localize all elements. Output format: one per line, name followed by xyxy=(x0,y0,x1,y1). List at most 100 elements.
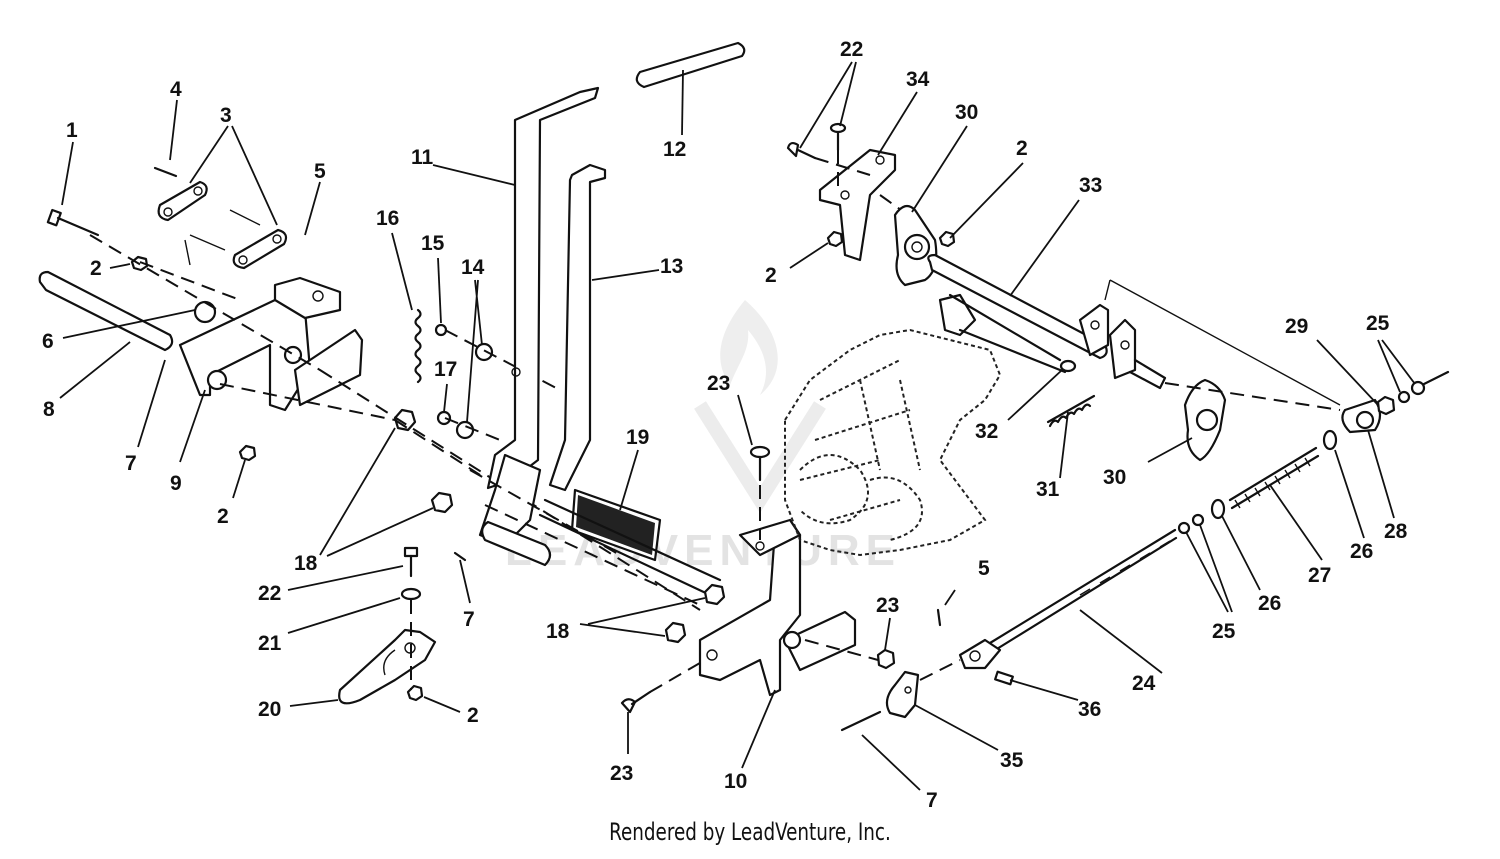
spring-27 xyxy=(1228,446,1320,510)
pin-4 xyxy=(153,166,178,178)
callout-22-lower: 22 xyxy=(258,582,281,605)
pad-12 xyxy=(635,41,746,89)
callout-5-left: 5 xyxy=(314,160,326,183)
callout-labels: 1 2 2 2 2 2 3 4 5 5 6 7 7 7 8 9 10 11 12… xyxy=(42,38,1408,812)
washer-25-top-b xyxy=(1410,380,1426,396)
pin-7-lower xyxy=(453,551,467,562)
callout-2-left: 2 xyxy=(90,257,102,280)
callout-6: 6 xyxy=(42,330,54,353)
callout-30-lower: 30 xyxy=(1103,466,1126,489)
nut-2-right-upper xyxy=(938,230,956,248)
callout-24: 24 xyxy=(1132,672,1156,695)
callout-2-right-upper: 2 xyxy=(1016,137,1028,160)
callout-30-upper: 30 xyxy=(955,101,978,124)
callout-leaders xyxy=(59,61,1416,791)
pin-7-right xyxy=(840,710,882,732)
bolt-23-top xyxy=(749,445,771,482)
spacer-21 xyxy=(400,587,422,601)
clevis-24 xyxy=(958,638,1002,670)
callout-18-right: 18 xyxy=(546,620,570,643)
nut-18-c xyxy=(703,583,726,606)
callout-14: 14 xyxy=(461,256,485,279)
callout-23-bottom: 23 xyxy=(610,762,633,785)
bolt-22-upper-a xyxy=(786,141,817,160)
callout-12: 12 xyxy=(663,138,686,161)
nut-2-right-lower xyxy=(826,230,844,248)
washer-14-b xyxy=(455,420,475,440)
trunnion-28 xyxy=(1341,398,1382,434)
nut-23-right xyxy=(876,648,896,670)
washer-25-lower-b xyxy=(1177,521,1191,535)
callout-27: 27 xyxy=(1308,564,1331,587)
callout-13: 13 xyxy=(660,255,683,278)
link-3-lower xyxy=(232,228,288,270)
callout-2-lower-left: 2 xyxy=(467,704,479,727)
callout-22-upper: 22 xyxy=(840,38,863,61)
callout-8: 8 xyxy=(43,398,55,421)
left-pivot-assembly xyxy=(38,166,454,514)
rod-8 xyxy=(38,270,174,352)
bolt-1 xyxy=(46,208,100,237)
callout-7-right: 7 xyxy=(926,789,938,812)
lever-arm-lower xyxy=(478,453,552,567)
callout-2-bottom: 2 xyxy=(217,505,229,528)
flange-bearing-30-upper xyxy=(893,204,938,287)
bolt-22-upper-b xyxy=(829,122,847,152)
bushing-32 xyxy=(1059,359,1077,373)
washer-25-top-a xyxy=(1397,390,1411,404)
adjuster-rod-24 xyxy=(988,528,1178,654)
washer-17 xyxy=(436,410,452,426)
nut-29 xyxy=(1376,395,1396,416)
spring-31 xyxy=(1046,394,1096,428)
callout-17: 17 xyxy=(434,358,457,381)
nut-2-bottom xyxy=(238,444,257,462)
washer-26-upper xyxy=(1322,429,1338,451)
washer-25-lower-a xyxy=(1191,513,1205,527)
callout-1: 1 xyxy=(66,119,78,142)
washer-26-lower xyxy=(1210,498,1226,520)
callout-28: 28 xyxy=(1384,520,1408,543)
callout-36: 36 xyxy=(1078,698,1101,721)
callout-34: 34 xyxy=(906,68,930,91)
callout-18-left: 18 xyxy=(294,552,318,575)
callout-9: 9 xyxy=(170,472,182,495)
callout-26-middle: 26 xyxy=(1258,592,1281,615)
cross-shaft-33 xyxy=(927,253,1167,390)
lever-35 xyxy=(885,670,920,719)
callout-29: 29 xyxy=(1285,315,1308,338)
bolt-23-left xyxy=(620,690,652,714)
flange-bearing-30-lower xyxy=(1183,378,1227,462)
footer-credit: Rendered by LeadVenture, Inc. xyxy=(609,818,891,846)
callout-33: 33 xyxy=(1079,174,1102,197)
callout-19: 19 xyxy=(626,426,649,449)
callout-7-middle: 7 xyxy=(463,608,475,631)
pivot-bracket-9 xyxy=(178,276,364,412)
callout-20: 20 xyxy=(258,698,281,721)
watermark: LEADVENTURE xyxy=(505,300,901,575)
nut-18-d xyxy=(664,621,687,644)
nut-18-a xyxy=(393,408,417,432)
callout-5-right: 5 xyxy=(978,557,990,580)
callout-23-top: 23 xyxy=(707,372,730,395)
callout-32: 32 xyxy=(975,420,998,443)
engine-outline xyxy=(784,328,1002,557)
lever-11 xyxy=(486,86,600,490)
lever-13 xyxy=(548,163,607,492)
bolt-22-lower xyxy=(403,546,419,578)
callout-10: 10 xyxy=(724,770,747,793)
callout-3: 3 xyxy=(220,104,232,127)
watermark-text: LEADVENTURE xyxy=(505,526,901,575)
callout-7-left: 7 xyxy=(125,452,137,475)
callout-23-right: 23 xyxy=(876,594,899,617)
callout-16: 16 xyxy=(376,207,399,230)
callout-26-right: 26 xyxy=(1350,540,1373,563)
callout-35: 35 xyxy=(1000,749,1024,772)
nut-18-b xyxy=(430,491,454,514)
pin-36 xyxy=(994,670,1014,686)
washer-15 xyxy=(434,323,448,337)
callout-31: 31 xyxy=(1036,478,1060,501)
pin-5-lower xyxy=(936,608,942,627)
callout-25-bottom: 25 xyxy=(1212,620,1236,643)
callout-25-top: 25 xyxy=(1366,312,1390,335)
frame-bracket-10 xyxy=(698,518,857,697)
